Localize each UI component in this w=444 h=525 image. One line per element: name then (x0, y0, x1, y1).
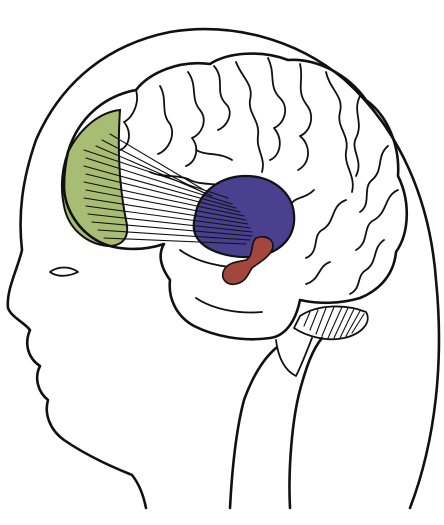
neck-front (230, 348, 276, 508)
prefrontal-region (62, 110, 127, 246)
neck-back (289, 338, 322, 508)
eye (50, 268, 78, 276)
